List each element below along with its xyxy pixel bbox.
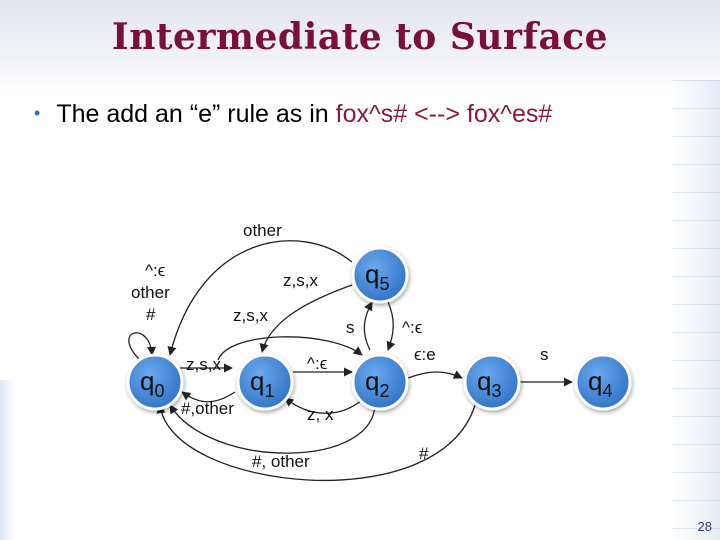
- edge-q1-arc: [217, 336, 363, 361]
- bullet-item: • The add an “e” rule as in fox^s# <--> f…: [34, 100, 552, 129]
- q2-sub: 2: [379, 381, 389, 401]
- state-q2: [351, 353, 409, 411]
- bullet-text: The add an “e” rule as in: [56, 100, 336, 128]
- svg-text:q1: q1: [250, 366, 274, 401]
- edge-top-other: [167, 240, 353, 356]
- edge-bottom-hash: [156, 404, 476, 482]
- label-bottom-hash: #: [419, 444, 429, 463]
- q3-label: q: [477, 366, 491, 396]
- q4-sub: 4: [602, 381, 612, 401]
- label-top-other: other: [243, 221, 282, 240]
- label-q1-q2: ^:ϵ: [307, 354, 327, 373]
- label-q0-q1: z,s,x: [186, 355, 221, 374]
- edge-q1-q0: [181, 391, 236, 403]
- bullet-icon: •: [34, 103, 41, 123]
- svg-text:q5: q5: [365, 259, 389, 294]
- q1-label: q: [250, 366, 264, 396]
- label-q2-q3: ϵ:e: [414, 345, 436, 364]
- label-q0-self-3: #: [146, 305, 156, 324]
- example-left: fox^s#: [335, 100, 408, 128]
- slide-number: 28: [697, 519, 712, 534]
- example-right: fox^es#: [466, 100, 553, 128]
- label-q3-q4: s: [540, 345, 549, 364]
- label-q5-q0: z,s,x: [283, 271, 318, 290]
- left-decoration: [0, 380, 14, 540]
- edge-q5-q2: [386, 301, 396, 351]
- label-q0-self-1: ^:ϵ: [145, 261, 165, 280]
- edge-q2-q3: [407, 370, 463, 379]
- right-decoration: [672, 80, 720, 540]
- q5-sub: 5: [379, 274, 389, 294]
- example-arrow: <-->: [414, 100, 460, 128]
- state-q5: [351, 246, 409, 304]
- slide-title: Intermediate to Surface: [111, 16, 609, 58]
- title-band: [0, 0, 720, 92]
- state-q3: [463, 353, 521, 411]
- svg-text:q3: q3: [477, 366, 501, 401]
- edge-q0-self: [128, 332, 157, 361]
- q3-sub: 3: [491, 381, 501, 401]
- state-q0: [126, 353, 184, 411]
- label-q0-self-2: other: [131, 283, 170, 302]
- label-q2-q5: s: [346, 318, 355, 337]
- svg-text:q0: q0: [140, 366, 164, 401]
- state-q4: [574, 353, 632, 411]
- state-q1: [236, 353, 294, 411]
- edge-q2-q1: [284, 397, 363, 414]
- label-q2-q1: z, x: [307, 405, 334, 424]
- edge-q5-q1: [259, 284, 353, 353]
- edge-bottom-other: [169, 399, 376, 454]
- q0-sub: 0: [154, 381, 164, 401]
- q5-label: q: [365, 259, 379, 289]
- svg-text:q2: q2: [365, 366, 389, 401]
- q1-sub: 1: [264, 381, 274, 401]
- label-q1-arc: z,s,x: [233, 306, 268, 325]
- q4-label: q: [588, 366, 602, 396]
- label-bottom-other: #, other: [252, 452, 310, 471]
- q0-label: q: [140, 366, 154, 396]
- label-q5-q2: ^:ϵ: [402, 318, 422, 337]
- q2-label: q: [365, 366, 379, 396]
- label-q1-q0: #,other: [181, 399, 234, 418]
- edge-q2-q5: [363, 301, 373, 351]
- svg-text:q4: q4: [588, 366, 612, 401]
